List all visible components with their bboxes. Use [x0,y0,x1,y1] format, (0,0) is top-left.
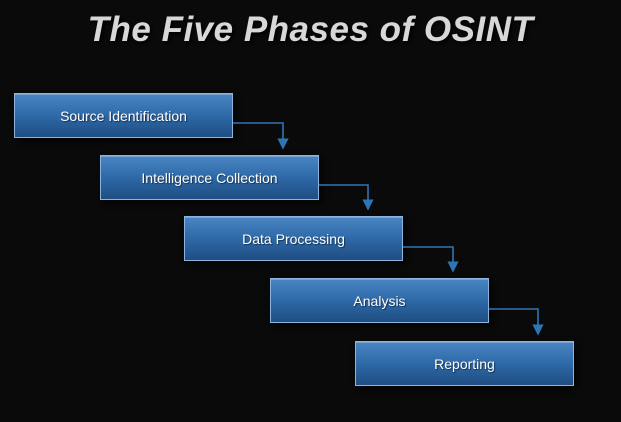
elbow-arrow-down-icon [489,308,544,336]
diagram-title: The Five Phases of OSINT [87,10,534,49]
phase-label: Intelligence Collection [141,169,278,186]
phase-box-reporting: Reporting [355,341,574,386]
elbow-arrow-down-icon [319,184,374,211]
elbow-arrow-down-icon [233,122,289,150]
phase-box-data-processing: Data Processing [184,216,403,261]
phase-label: Data Processing [242,230,345,247]
phase-label: Analysis [353,292,406,309]
phase-box-analysis: Analysis [270,278,489,323]
elbow-arrow-down-icon [403,246,459,273]
phase-label: Reporting [434,355,495,372]
phase-box-source-identification: Source Identification [14,93,233,138]
phase-box-intelligence-collection: Intelligence Collection [100,155,319,200]
phase-label: Source Identification [60,107,187,124]
